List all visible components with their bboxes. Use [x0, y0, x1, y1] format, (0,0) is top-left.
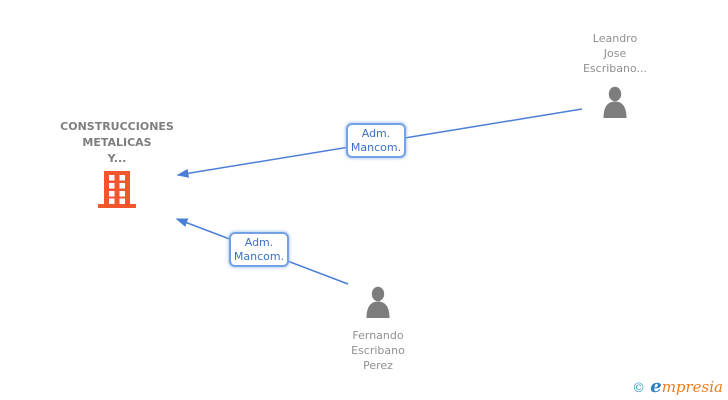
company-name-line: CONSTRUCCIONES	[60, 120, 174, 133]
empresia-logo-text: e	[650, 376, 662, 397]
building-icon	[17, 171, 217, 213]
edge-label-line: Mancom.	[350, 140, 402, 154]
person-icon	[555, 86, 675, 122]
edge-label-adm-mancom-bottom[interactable]: Adm. Mancom.	[229, 232, 289, 267]
company-name-line: Y...	[107, 152, 127, 165]
edge-label-line: Adm.	[244, 235, 274, 249]
person-name: Fernando Escribano Perez	[318, 328, 438, 373]
company-name-line: METALICAS	[82, 136, 152, 149]
person-node-leandro[interactable]: Leandro Jose Escribano...	[555, 31, 675, 122]
person-name-line: Leandro	[592, 32, 638, 45]
person-name-line: Perez	[363, 359, 393, 372]
person-name: Leandro Jose Escribano...	[555, 31, 675, 76]
empresia-logo: © empresia	[632, 376, 723, 397]
empresia-logo-text-rest: mpresia	[661, 378, 723, 396]
edge-label-line: Adm.	[361, 126, 391, 140]
person-name-line: Escribano	[351, 344, 405, 357]
person-node-fernando[interactable]: Fernando Escribano Perez	[318, 286, 438, 373]
person-name-line: Escribano...	[582, 62, 648, 75]
company-name: CONSTRUCCIONES METALICAS Y...	[17, 119, 217, 167]
edge-label-line: Mancom.	[233, 249, 285, 263]
copyright-icon: ©	[632, 381, 646, 396]
person-icon	[318, 286, 438, 322]
company-node[interactable]: CONSTRUCCIONES METALICAS Y...	[17, 119, 217, 213]
edge-label-adm-mancom-top[interactable]: Adm. Mancom.	[346, 123, 406, 158]
person-name-line: Fernando	[352, 329, 404, 342]
person-name-line: Jose	[603, 47, 627, 60]
